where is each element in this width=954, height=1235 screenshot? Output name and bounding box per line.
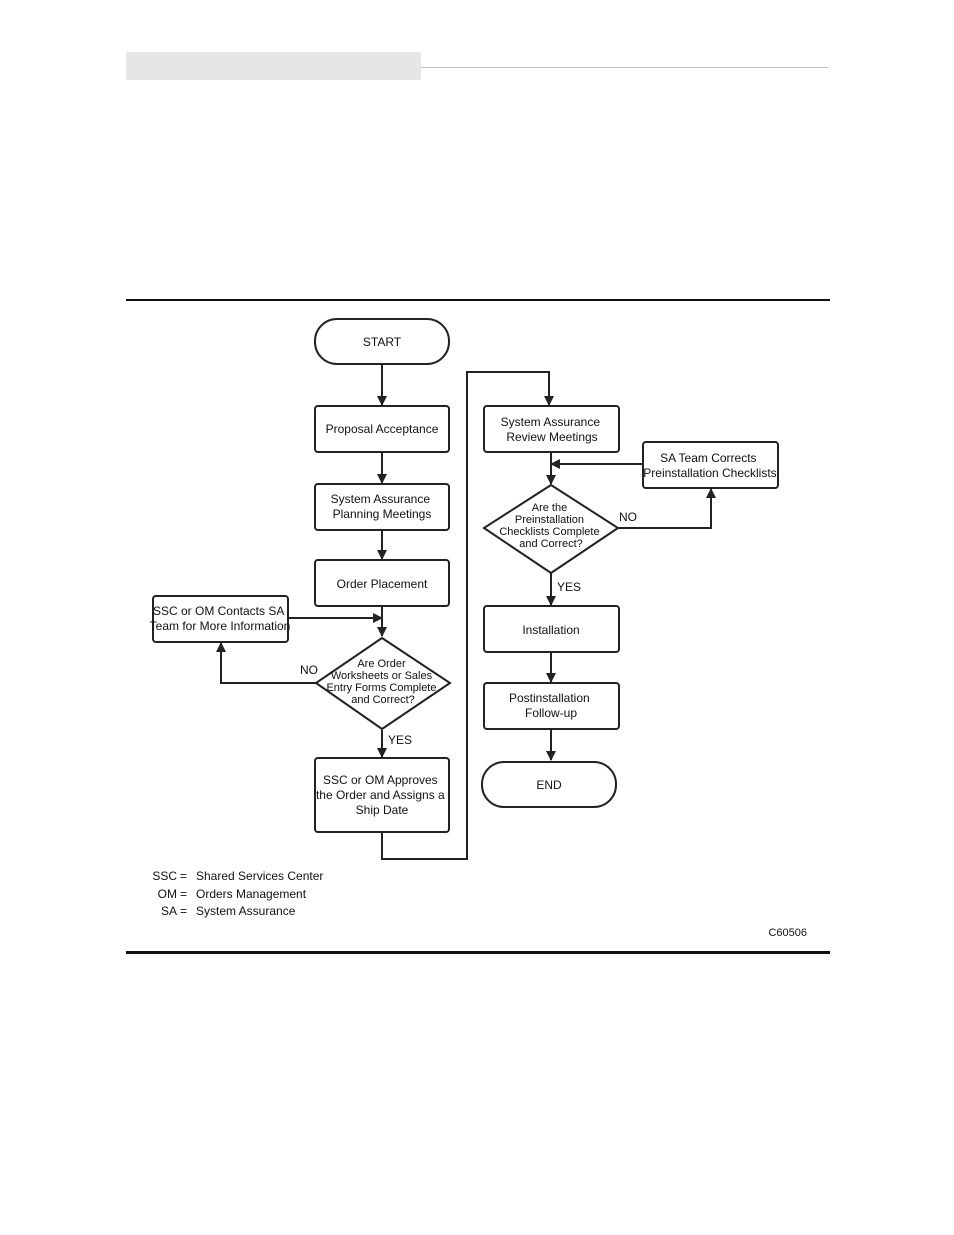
legend-meaning: Shared Services Center xyxy=(196,869,323,883)
header-tab xyxy=(126,52,421,80)
node-order-label: Order Placement xyxy=(337,577,428,591)
legend-equals: = xyxy=(180,887,187,901)
node-planning-label: System Assurance Planning Meetings xyxy=(331,492,434,521)
node-postinstallation-followup: Postinstallation Follow-up xyxy=(483,682,620,730)
node-start: START xyxy=(314,318,450,365)
decision2-yes-label: YES xyxy=(557,580,581,594)
decision1-no-label: NO xyxy=(300,663,318,677)
legend: SSC = Shared Services Center OM = Orders… xyxy=(152,869,323,918)
node-proposal-acceptance: Proposal Acceptance xyxy=(314,405,450,453)
decision2-label: Are the Preinstallation Checklists Compl… xyxy=(499,502,602,550)
node-corrects-label: SA Team Corrects Preinstallation Checkli… xyxy=(643,451,776,480)
header-rule xyxy=(421,67,828,68)
node-order-placement: Order Placement xyxy=(314,559,450,607)
node-approve-label: SSC or OM Approves the Order and Assigns… xyxy=(316,773,448,817)
decision1-label: Are Order Worksheets or Sales Entry Form… xyxy=(326,658,439,706)
edge-decision1-no xyxy=(216,642,316,684)
legend-equals: = xyxy=(180,904,187,918)
node-contact-sa-team: SSC or OM Contacts SA Team for More Info… xyxy=(150,595,291,643)
node-followup-label: Postinstallation Follow-up xyxy=(509,691,593,720)
edge-approve-to-review xyxy=(381,371,554,860)
legend-abbr: SA xyxy=(161,904,177,918)
legend-meaning: System Assurance xyxy=(196,904,296,918)
figure-bottom-rule xyxy=(126,951,830,954)
figure-top-rule xyxy=(126,299,830,301)
legend-meaning: Orders Management xyxy=(196,887,307,901)
node-contact-label: SSC or OM Contacts SA Team for More Info… xyxy=(150,604,291,633)
legend-abbr: SSC xyxy=(152,869,177,883)
node-review-meetings: System Assurance Review Meetings xyxy=(483,405,620,453)
legend-abbr: OM xyxy=(158,887,177,901)
node-sa-team-corrects: SA Team Corrects Preinstallation Checkli… xyxy=(642,441,779,489)
decision2-no-label: NO xyxy=(619,510,637,524)
node-proposal-label: Proposal Acceptance xyxy=(326,422,439,436)
node-end: END xyxy=(481,761,617,808)
node-review-label: System Assurance Review Meetings xyxy=(501,415,604,444)
node-planning-meetings: System Assurance Planning Meetings xyxy=(314,483,450,531)
node-approve-order: SSC or OM Approves the Order and Assigns… xyxy=(314,757,450,833)
decision-order-forms: Are Order Worksheets or Sales Entry Form… xyxy=(314,636,452,731)
figure-id: C60506 xyxy=(768,927,807,939)
edge-decision2-no xyxy=(618,488,716,529)
node-installation-label: Installation xyxy=(522,623,579,637)
decision-checklists: Are the Preinstallation Checklists Compl… xyxy=(482,483,620,575)
node-installation: Installation xyxy=(483,605,620,653)
legend-equals: = xyxy=(180,869,187,883)
node-end-label: END xyxy=(536,778,562,792)
connectors xyxy=(216,364,716,860)
decision1-yes-label: YES xyxy=(388,733,412,747)
node-start-label: START xyxy=(363,335,402,349)
